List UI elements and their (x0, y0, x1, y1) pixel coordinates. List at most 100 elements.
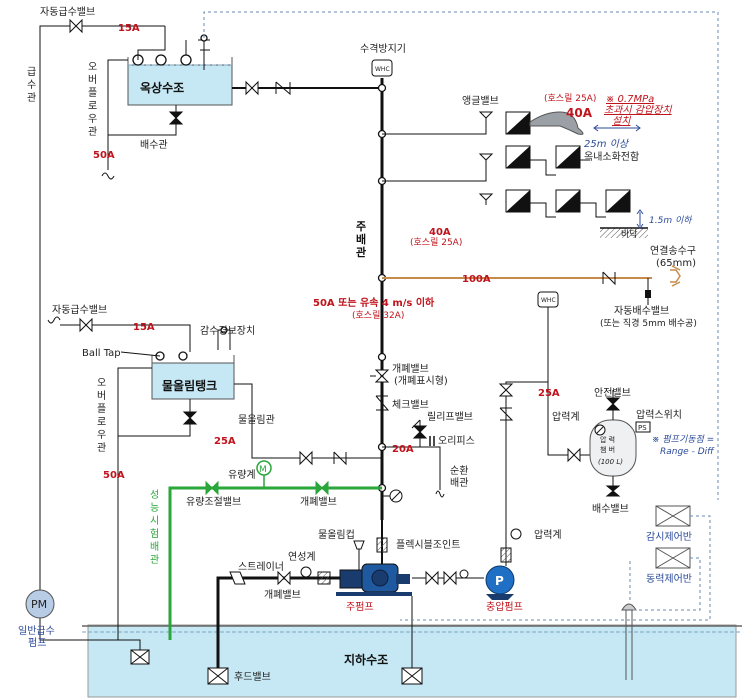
riser-gate-valve-label: 개폐밸브 (392, 363, 429, 375)
jockey-gate-valve (498, 383, 514, 397)
supply-pump-label-1: 일반급수 (18, 625, 55, 637)
connector-size-label: (65mm) (656, 258, 696, 269)
riser-gate-valve (370, 369, 390, 383)
svg-text:우: 우 (88, 113, 97, 125)
main-pipe-label-3: 관 (356, 245, 366, 259)
pump-start-note-2: Range - Diff (660, 447, 715, 457)
svg-text:챔 버: 챔 버 (600, 445, 615, 454)
safety-valve (605, 390, 621, 411)
compound-gauge (300, 566, 312, 578)
priming-cup-label: 물올림컵 (318, 528, 355, 541)
floor-label: 바닥 (621, 229, 638, 240)
pressure-switch: PS (635, 421, 651, 433)
chamber-drain-valve (605, 485, 621, 497)
jockey-pump: P (485, 565, 515, 600)
hydrant-branch-1 (382, 111, 531, 135)
svg-text:압 력: 압 력 (600, 436, 615, 444)
roof-tank: 옥상수조 (127, 26, 233, 106)
main-pump (336, 563, 412, 596)
test-gate-valve-label: 개폐밸브 (300, 496, 337, 508)
power-control-panel (655, 547, 691, 569)
hydrant-branch-2 (382, 145, 590, 182)
pressure-switch-label: 압력스위치 (636, 408, 682, 421)
svg-text:PS: PS (638, 424, 647, 432)
foot-valve-jockey (401, 667, 423, 685)
level-sensor (621, 603, 637, 680)
auto-drain-label: 자동배수밸브 (614, 305, 669, 317)
ball-tap-label: Ball Tap (82, 348, 121, 359)
pump-start-note-1: ※ 펌프기동점 = (652, 434, 714, 445)
roof-tank-label: 옥상수조 (140, 80, 184, 95)
svg-text:험: 험 (150, 528, 159, 540)
strainer (229, 571, 246, 585)
relief-valve (411, 419, 428, 439)
priming-supply-size: 15A (133, 322, 155, 333)
svg-text:플: 플 (88, 87, 97, 99)
svg-text:우: 우 (97, 429, 106, 441)
level-alarm-label: 감수경보장치 (200, 324, 255, 337)
priming-gate-valve (299, 450, 313, 466)
svg-text:시: 시 (150, 515, 159, 527)
roof-drain-valve (168, 111, 184, 125)
svg-text:M: M (259, 465, 267, 475)
flow-control-valve-label: 유량조절밸브 (186, 495, 241, 508)
pressure-note-3: 설치 (612, 115, 631, 127)
auto-drain-note: (또는 직경 5mm 배수공) (600, 317, 697, 329)
compound-gauge-label: 연성계 (288, 551, 316, 563)
supply-pump-label-2: 펌프 (28, 637, 46, 649)
flowmeter-label: 유량계 (228, 469, 256, 481)
riser-hose-note: (호스릴 32A) (352, 310, 404, 321)
svg-text:로: 로 (97, 417, 106, 428)
priming-cup (353, 540, 365, 572)
svg-text:WHC: WHC (375, 66, 390, 73)
safety-valve-label: 안전밸브 (594, 387, 631, 399)
svg-text:버: 버 (88, 74, 97, 86)
jockey-pressure-gauge-label: 압력계 (534, 528, 562, 541)
lower-size-40a: 40A (429, 227, 451, 238)
roof-drain-label: 배수관 (140, 139, 168, 151)
foot-valve-main (207, 667, 229, 685)
priming-overflow-size: 50A (103, 470, 125, 481)
svg-text:P: P (495, 574, 504, 588)
jockey-flex-joint (500, 547, 512, 563)
pressure-line-size: 25A (538, 388, 560, 399)
test-gate-valve (315, 480, 329, 496)
priming-pipe-size: 25A (214, 436, 236, 447)
pressure-note-1: ※ 0.7MPa (606, 94, 654, 105)
lower-hose-size: (호스릴 25A) (410, 237, 462, 248)
riser-check-valve (375, 395, 390, 411)
jockey-pump-label: 충압펌프 (486, 600, 523, 613)
jockey-check-valve (499, 407, 514, 421)
svg-text:능: 능 (150, 502, 159, 514)
priming-check-valve (333, 451, 347, 466)
suction-flexible-joint (317, 571, 331, 585)
jockey-pressure-gauge-icon (510, 528, 522, 540)
monitor-control-panel-label: 감시제어반 (646, 531, 692, 543)
roof-overflow-label: 오 버 플 로 우 관 (88, 62, 97, 138)
svg-text:관: 관 (150, 554, 159, 566)
water-hammer-label: 수격방지기 (360, 42, 406, 55)
roof-auto-supply-valve (69, 18, 83, 34)
performance-pipe-label: 성 능 시 험 배 관 (150, 489, 159, 566)
priming-tank-label: 물올림탱크 (162, 379, 217, 393)
orifice-label: 오리피스 (438, 435, 475, 447)
svg-text:관: 관 (97, 442, 106, 454)
svg-text:오: 오 (97, 378, 106, 389)
pipe-size-100a: 100A (462, 274, 491, 285)
water-hammer-arrestor: WHC (371, 59, 393, 77)
monitor-control-panel (655, 505, 691, 527)
svg-text:PM: PM (31, 598, 47, 611)
main-pipe-label-1: 주 (356, 220, 366, 233)
svg-text:급: 급 (27, 66, 36, 78)
hydrant-box-label: 옥내소화전함 (584, 151, 639, 163)
priming-tank: 물올림탱크 (151, 326, 235, 400)
flexible-joint (376, 537, 388, 553)
foot-valve-supply (130, 649, 150, 665)
upper-size-40a: 40A (566, 106, 593, 120)
supply-pump: PM (25, 589, 55, 619)
riser-check-valve-label: 체크밸브 (392, 399, 429, 411)
pipe-size-20a: 20A (392, 444, 414, 455)
performance-test-pipe (168, 486, 382, 640)
flow-control-valve (205, 480, 219, 496)
svg-text:관: 관 (88, 126, 97, 138)
